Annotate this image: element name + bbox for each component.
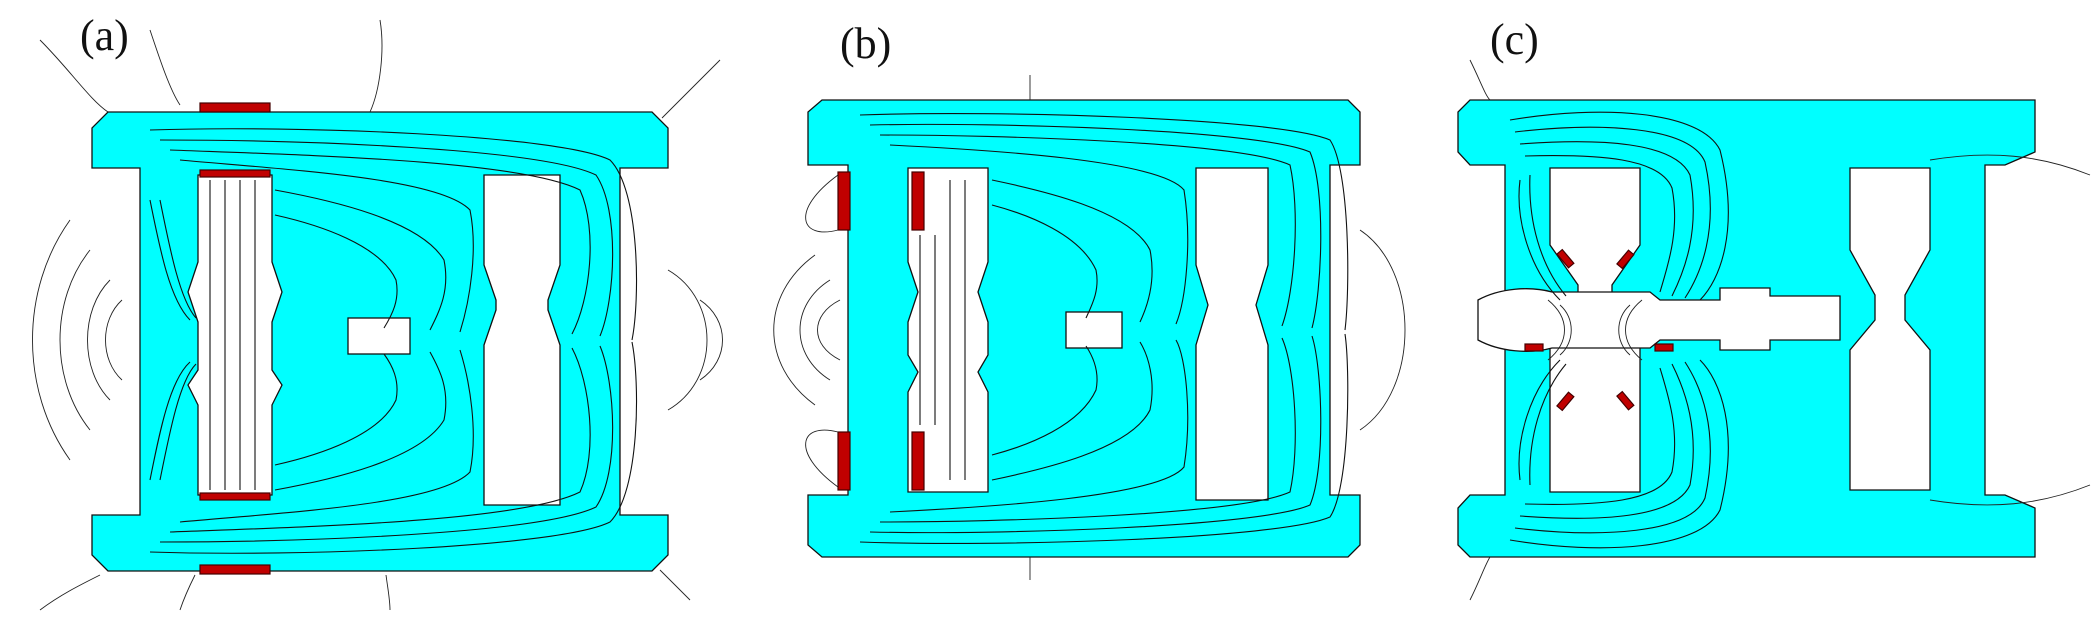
panel-label-c: (c) (1490, 15, 1539, 64)
panel-c-coil-4 (1616, 390, 1635, 411)
panel-b-coil-lr (911, 431, 925, 491)
panel-c-coil-3 (1556, 391, 1575, 412)
panel-c-right-cutout (1849, 167, 1931, 491)
panel-c-coil-6 (1654, 343, 1674, 352)
panel-b-coil-ul (837, 171, 851, 231)
panel-b-coil-ll (837, 431, 851, 491)
panel-c-diagram (1457, 59, 2091, 601)
panel-label-a: (a) (80, 11, 129, 60)
panel-a-center-slot (347, 317, 411, 355)
panel-a-coil-lower (199, 492, 271, 501)
panel-a-coil-top (199, 102, 271, 113)
panel-a-coil-upper (199, 169, 271, 178)
panel-b-diagram (773, 75, 1406, 580)
panel-b-center-slot (1065, 311, 1123, 349)
panel-b-coil-ur (911, 171, 925, 231)
panel-label-b: (b) (840, 19, 892, 68)
panel-c-center-gap (1477, 287, 1841, 352)
panel-c-coil-1 (1556, 248, 1575, 269)
panel-a-flux-lines (32, 19, 723, 611)
panel-a-coil-bottom (199, 564, 271, 575)
panel-c-coil-5 (1524, 343, 1544, 352)
panel-b-flux-lines (773, 75, 1406, 580)
panel-a-diagram (32, 19, 723, 611)
panel-c-coil-2 (1616, 249, 1635, 270)
panel-c-flux-lines (1469, 59, 2091, 601)
